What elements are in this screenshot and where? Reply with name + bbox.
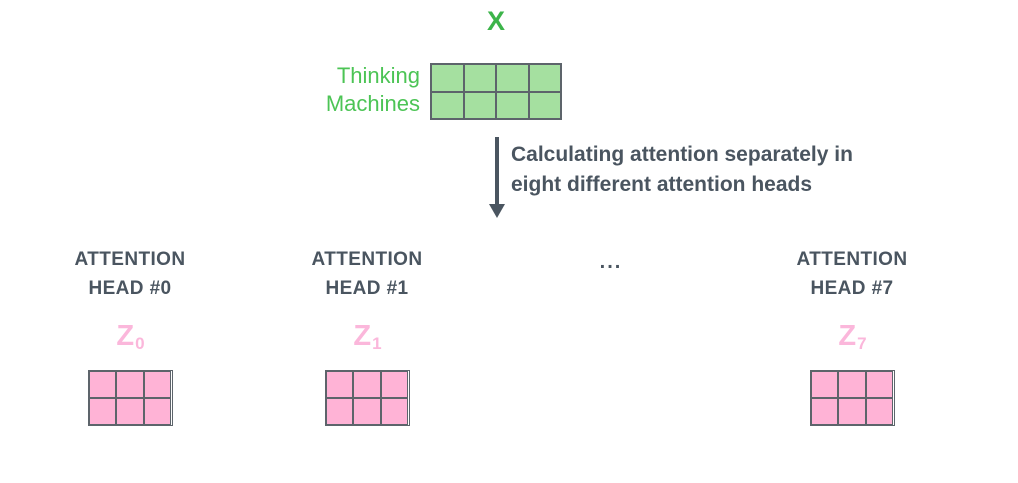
z1-matrix-grid xyxy=(324,370,410,426)
attention-head-0-label: ATTENTION HEAD #0 xyxy=(45,245,215,303)
z7-matrix-grid xyxy=(809,370,895,426)
arrow-caption-line-1: Calculating attention separately in xyxy=(511,143,853,166)
matrix-cell xyxy=(838,398,866,425)
heads-ellipsis: ... xyxy=(599,251,623,273)
z0-subscript: 0 xyxy=(135,334,145,353)
matrix-cell xyxy=(353,398,381,425)
x-matrix-grid xyxy=(430,63,562,120)
attention-head-1-label: ATTENTION HEAD #1 xyxy=(282,245,452,303)
down-arrow-shaft xyxy=(495,137,499,205)
matrix-cell xyxy=(463,64,496,92)
attention-head-7-column: ATTENTION HEAD #7 Z7 xyxy=(767,245,937,426)
matrix-cell xyxy=(865,371,894,398)
matrix-cell xyxy=(380,398,409,425)
matrix-cell xyxy=(353,371,381,398)
z7-label: Z7 xyxy=(767,320,937,356)
z0-symbol: Z xyxy=(116,320,135,352)
z0-label: Z0 xyxy=(45,320,215,356)
down-arrow-head xyxy=(489,204,505,218)
spacer xyxy=(282,356,452,370)
attention-head-0-column: ATTENTION HEAD #0 Z0 xyxy=(45,245,215,426)
matrix-cell xyxy=(116,371,144,398)
attention-head-7-label-line-2: HEAD #7 xyxy=(810,278,894,299)
matrix-cell xyxy=(325,398,354,425)
spacer xyxy=(767,356,937,370)
z0-matrix-grid xyxy=(87,370,173,426)
matrix-cell xyxy=(810,371,839,398)
z7-subscript: 7 xyxy=(857,334,867,353)
matrix-cell xyxy=(496,64,529,92)
matrix-cell xyxy=(496,91,529,119)
matrix-cell xyxy=(838,371,866,398)
attention-head-7-label-line-1: ATTENTION xyxy=(796,249,908,270)
token-word-2: Machines xyxy=(325,91,420,116)
matrix-cell xyxy=(865,398,894,425)
arrow-caption-line-2: eight different attention heads xyxy=(511,173,813,196)
input-tokens-label: Thinking Machines xyxy=(270,62,420,118)
matrix-cell xyxy=(431,64,464,92)
matrix-cell xyxy=(380,371,409,398)
z1-label: Z1 xyxy=(282,320,452,356)
matrix-cell xyxy=(88,371,117,398)
matrix-cell xyxy=(431,91,464,119)
z1-subscript: 1 xyxy=(372,334,382,353)
matrix-cell xyxy=(143,371,172,398)
matrix-cell xyxy=(143,398,172,425)
attention-head-0-label-line-2: HEAD #0 xyxy=(88,278,172,299)
attention-head-7-label: ATTENTION HEAD #7 xyxy=(767,245,937,303)
matrix-cell xyxy=(810,398,839,425)
arrow-caption: Calculating attention separately in eigh… xyxy=(511,140,853,200)
attention-head-1-label-line-2: HEAD #1 xyxy=(325,278,409,299)
attention-head-0-label-line-1: ATTENTION xyxy=(74,249,186,270)
z7-symbol: Z xyxy=(838,320,857,352)
matrix-cell xyxy=(463,91,496,119)
attention-head-1-column: ATTENTION HEAD #1 Z1 xyxy=(282,245,452,426)
matrix-cell xyxy=(88,398,117,425)
z1-symbol: Z xyxy=(353,320,372,352)
spacer xyxy=(45,356,215,370)
token-word-1: Thinking xyxy=(336,63,420,88)
matrix-cell xyxy=(528,64,561,92)
attention-head-1-label-line-1: ATTENTION xyxy=(311,249,423,270)
input-matrix-title: X xyxy=(486,6,505,36)
matrix-cell xyxy=(325,371,354,398)
matrix-cell xyxy=(528,91,561,119)
matrix-cell xyxy=(116,398,144,425)
